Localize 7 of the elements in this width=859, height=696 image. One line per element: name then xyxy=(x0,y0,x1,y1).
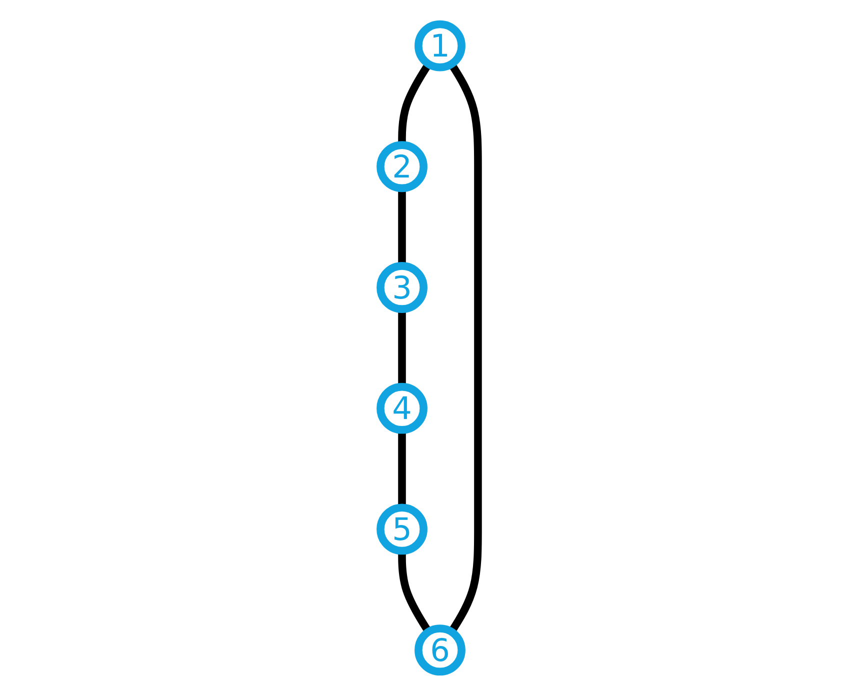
node-circle xyxy=(376,382,428,434)
node-circle xyxy=(414,624,466,676)
node-circle xyxy=(376,141,428,192)
node-circle xyxy=(376,262,428,313)
node-circle xyxy=(414,20,466,72)
node-circle xyxy=(376,504,428,555)
ring-diagram: 1 2 3 4 5 6 xyxy=(368,10,491,686)
